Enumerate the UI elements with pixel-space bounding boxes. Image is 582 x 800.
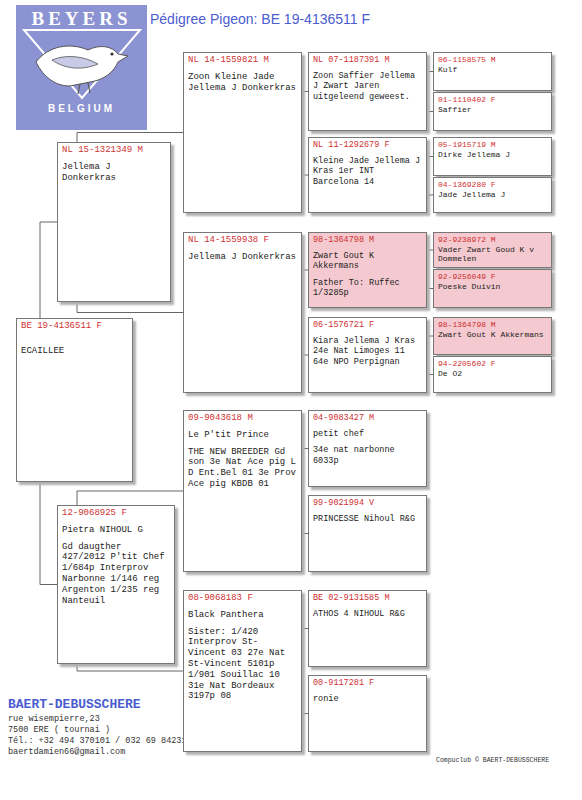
pigeon-legs [78,83,90,94]
pigeon-details: Sister: 1/420 Interprov St- Vincent 03 2… [188,627,297,703]
pigeon-details: Le P'tit Prince [188,430,297,441]
pigeon-box: NL 11-1292679 F Kleine Jade Jellema J Kra… [308,137,427,213]
ring-number: NL 14-1559938 F [188,235,297,246]
pigeon-details: Black Panthera [188,610,297,621]
pigeon-box: 92-9238972 MVader Zwart Goud K v Dommele… [433,232,552,268]
pigeon-details: ATHOS 4 NIHOUL R&G [313,609,422,619]
pigeon-details: De O2 [438,369,547,379]
pigeon-box: 09-9043618 M Le P'tit PrinceTHE NEW BREED… [183,410,302,572]
ring-number: 01-1110402 F [438,95,547,105]
address-line: rue wisempierre,23 [8,714,100,724]
pigeon-box: 01-1110402 FSaffier [433,92,552,131]
pedigree-line [77,133,183,143]
logo-panel [16,5,147,130]
pedigree-line [77,491,183,505]
pigeon-details: Zoon Saffier Jellema J Zwart Jaren uitge… [313,71,422,102]
pigeon-box: BE 02-9131585 M ATHOS 4 NIHOUL R&G [308,590,427,667]
pedigree-line [77,302,183,313]
pigeon-box: 98-1364798 MZwart Gout K Akkermans [433,317,552,355]
ring-number: 09-9043618 M [188,413,297,424]
pigeon-box: 06-1576721 F Kiara Jellema J Kras 24e Nat… [308,317,427,393]
pigeon-details: Poeske Duivin [438,282,547,292]
pigeon-box: 12-9068925 F Pietra NIHOUL G Gd daugther 4… [57,505,175,664]
ring-number: 08-9068183 F [188,593,297,604]
ring-number: 06-1576721 F [313,320,422,330]
ring-number: 98-1364798 M [313,235,422,245]
pigeon-details: Dirke Jellema J [438,150,547,160]
copyright-note: Compuclub © BAERT-DEBUSSCHERE [436,757,549,764]
pigeon-details: Zwart Gout K Akkermans [313,251,422,271]
pigeon-box: 05-1915719 MDirke Jellema J [433,137,552,176]
pigeon-details: Gd daugther 427/2012 P'tit Chef 1/684p I… [62,542,170,607]
ring-number: 12-9068925 F [62,508,170,519]
pigeon-eye [110,52,113,55]
ring-number: 98-1364798 M [438,320,547,330]
breeder-name: BAERT-DEBUSSCHERE [8,697,141,712]
ring-number: 94-2205602 F [438,359,547,369]
pigeon-details: THE NEW BREEDER Gd son 3e Nat Ace pig L … [188,447,297,490]
pigeon-box: NL 14-1559938 F Jellema J Donkerkras [183,232,302,393]
pedigree-line [40,482,57,585]
pigeon-details: ECAILLEE [21,346,128,357]
pigeon-box: 99-9021994 V PRINCESSE Nihoul R&G [308,495,427,572]
pigeon-box: 08-9068183 F Black PantheraSister: 1/420 … [183,590,302,752]
pigeon-details: Kleine Jade Jellema J Kras 1er INT Barce… [313,156,422,187]
pigeon-box: 98-1364798 M Zwart Gout K AkkermansFather… [308,232,427,308]
pigeon-box: 04-1369280 FJade Jellema J [433,177,552,213]
logo-triangle [24,30,140,98]
pigeon-body [36,46,128,86]
pigeon-box: NL 15-1321349 M Jellema J Donkerkras [57,142,171,302]
pigeon-box: BE 19-4136511 F ECAILLEE [16,318,133,482]
pigeon-details: PRINCESSE Nihoul R&G [313,514,422,524]
pigeon-details: ronie [313,694,422,704]
ring-number: 99-9021994 V [313,498,422,508]
ring-number: 04-9083427 M [313,413,422,423]
ring-number: 04-1369280 F [438,180,547,190]
pigeon-details: Saffier [438,105,547,115]
pedigree-line [40,222,57,318]
pigeon-details: Zoon Kleine Jade Jellema J Donkerkras [188,72,297,94]
brand-country: BELGIUM [16,103,147,114]
pigeon-details: petit chef [313,429,422,439]
pigeon-details: Jade Jellema J [438,190,547,200]
pigeon-box: 06-1158575 MKulf [433,52,552,91]
ring-number: 05-1915719 M [438,140,547,150]
ring-number: NL 15-1321349 M [62,145,166,156]
ring-number: NL 14-1559821 M [188,55,297,66]
ring-number: 92-9256049 F [438,272,547,282]
pedigree-line [77,664,183,671]
pigeon-details: Zwart Gout K Akkermans [438,330,547,340]
pigeon-box: NL 14-1559821 M Zoon Kleine Jade Jellema … [183,52,302,213]
pigeon-box: 00-9117281 F ronie [308,675,427,752]
pigeon-box: 04-9083427 M petit chef 34e nat narbonne 6… [308,410,427,487]
pigeon-details: Jellema J Donkerkras [62,162,166,184]
email-line: baertdamien66@gmail.com [8,747,125,757]
pigeon-details: Vader Zwart Goud K v Dommelen [438,245,547,264]
pigeon-box: 94-2205602 FDe O2 [433,356,552,393]
ring-number: BE 02-9131585 M [313,593,422,603]
pigeon-box: 92-9256049 FPoeske Duivin [433,269,552,308]
brand-name: BEYERS [16,8,147,30]
ring-number: BE 19-4136511 F [21,321,128,332]
ring-number: NL 07-1187391 M [313,55,422,65]
pigeon-details: 34e nat narbonne 6033p [313,445,422,465]
pigeon-details: Pietra NIHOUL G [62,525,170,536]
pigeon-details: Jellema J Donkerkras [188,252,297,263]
ring-number: NL 11-1292679 F [313,140,422,150]
ring-number: 92-9238972 M [438,235,547,245]
pigeon-details: Father To: Ruffec 1/3285p [313,278,422,298]
pigeon-details: Kulf [438,65,547,75]
pigeon-box: NL 07-1187391 M Zoon Saffier Jellema J Zw… [308,52,427,131]
phone-line: Tél.: +32 494 370101 / 032 69 842317 [8,736,192,746]
page-title: Pédigree Pigeon: BE 19-4136511 F [150,11,370,27]
ring-number: 00-9117281 F [313,678,422,688]
pigeon-wing [52,57,98,69]
ring-number: 06-1158575 M [438,55,547,65]
address-line: 7500 ERE ( tournai ) [8,725,110,735]
pigeon-details: Kiara Jellema J Kras 24e Nat Limoges 11 … [313,336,422,367]
